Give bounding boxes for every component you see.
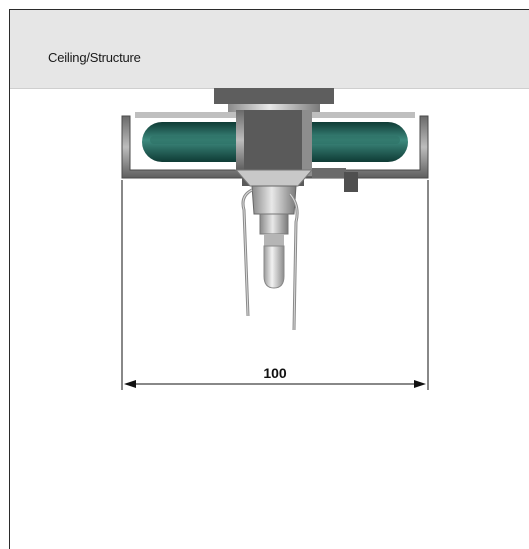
lamp-bulb: [263, 245, 285, 289]
lamp-holder: [251, 185, 297, 246]
ceiling-label: Ceiling/Structure: [48, 50, 141, 65]
side-screw: [312, 168, 358, 192]
dimension-100: 100: [121, 180, 429, 390]
ceiling-structure-band: Ceiling/Structure: [10, 10, 529, 89]
fixture-drawing: 100: [121, 88, 429, 390]
central-collar: [234, 110, 314, 187]
mounting-plate: [214, 88, 334, 112]
dimension-label: 100: [263, 365, 287, 381]
drawing-frame: [9, 9, 529, 549]
